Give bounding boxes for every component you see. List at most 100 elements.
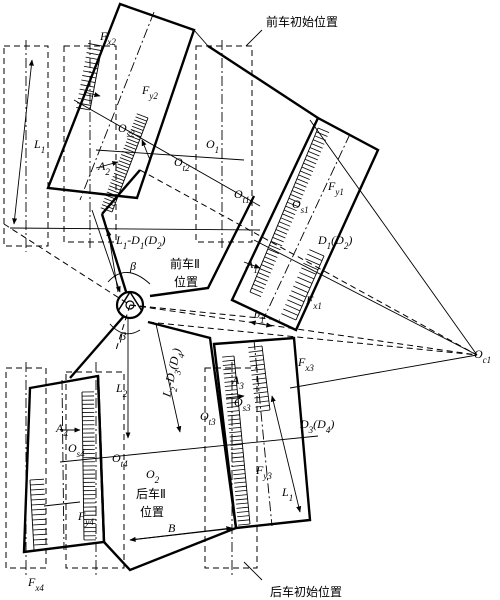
front-right-hatch-stroke [264, 256, 276, 262]
front-left-hatch-stroke [106, 191, 119, 197]
rear-right-hatch-stroke [232, 464, 245, 467]
rear-right-hatch-stroke [233, 473, 246, 476]
label-fx2: Fx2 [99, 29, 116, 47]
front-left-hatch-stroke [128, 135, 140, 141]
front-left-top-hatch-stroke [78, 93, 93, 97]
label-d3-d4: D3(D4) [299, 417, 334, 435]
label-beta-top: β [129, 259, 136, 273]
front-right-hatch-stroke [287, 201, 299, 208]
front-right-hatch-stroke [277, 225, 289, 231]
label-rear-ii-2: 位置 [140, 504, 164, 519]
front-left-hatch-stroke [124, 144, 137, 150]
rear-left-bottom-hatch-stroke [30, 493, 45, 496]
front-right-hatch-stroke [309, 147, 322, 153]
front-right-bottom-hatch-stroke [287, 299, 303, 307]
rear-right-hatch-stroke [232, 460, 245, 463]
front-right-hatch-stroke [266, 252, 278, 258]
front-right-bottom-hatch-stroke [283, 308, 299, 316]
label-fx3: Fx3 [297, 355, 314, 373]
rear-right-top-hatch-stroke [248, 350, 263, 353]
front-left-hatch-stroke [136, 113, 149, 119]
rear-right-hatch-stroke [228, 418, 241, 421]
front-right-hatch-stroke [269, 244, 281, 251]
label-front-ii-1: 前车Ⅱ [170, 256, 200, 271]
rear-right-hatch-stroke [227, 414, 240, 417]
front-right-bottom-hatch-stroke [301, 267, 317, 275]
rear-right-top-hatch-stroke [253, 386, 268, 390]
symbol-labels: Fx2 Fy2 Os2 L1 A2 Ot2 O1 Ot1 Os1 Fy1 L1-… [27, 29, 491, 593]
front-right-bottom-hatch-stroke [305, 258, 321, 266]
front-left-top-hatch-stroke [80, 84, 95, 88]
rear-left-bottom-hatch-stroke [33, 533, 48, 536]
front-right-hatch-stroke [259, 268, 271, 274]
front-right-hatch-stroke [285, 205, 297, 212]
front-right-hatch-stroke [303, 162, 315, 169]
front-right-hatch-stroke [272, 236, 284, 243]
rear-left-bottom-hatch-stroke [33, 548, 49, 551]
label-os2: Os2 [118, 121, 135, 139]
front-right-bottom-hatch-stroke [299, 272, 315, 280]
front-left-hatch-stroke [103, 201, 115, 207]
rear-right-top-hatch-stroke [252, 377, 267, 381]
rear-right-hatch-stroke [235, 498, 248, 501]
front-right-hatch-stroke [282, 213, 294, 219]
rear-right-hatch-stroke [222, 355, 235, 358]
front-left-hatch-stroke [117, 163, 129, 169]
front-left-hatch-stroke [134, 119, 146, 125]
front-right-hatch-stroke [270, 240, 283, 247]
label-l1-right: L1 [281, 485, 293, 503]
front-right-hatch-stroke [274, 233, 286, 239]
front-right-hatch-stroke [261, 264, 273, 270]
rear-left-bottom-hatch-stroke [31, 498, 46, 501]
front-right-hatch-stroke [296, 178, 309, 184]
label-fx1: Fx1 [305, 293, 322, 311]
rear-right-hatch-stroke [231, 452, 244, 455]
rear-right-top-hatch-stroke [251, 373, 266, 376]
front-right-hatch-stroke [267, 248, 280, 255]
rear-right-hatch-stroke [234, 485, 247, 488]
front-right-hatch-stroke [312, 139, 325, 145]
front-left-hatch-stroke [130, 129, 143, 135]
front-right-hatch-stroke [300, 170, 312, 176]
rear-right-hatch-stroke [228, 427, 241, 429]
front-right-hatch-stroke [280, 217, 293, 223]
rear-right-top-hatch [248, 345, 271, 413]
front-right-hatch-stroke [293, 186, 305, 192]
front-right-hatch-stroke [251, 287, 263, 294]
rear-right-hatch-stroke [232, 469, 245, 471]
front-right-hatch-stroke [257, 272, 270, 278]
front-left-hatch-stroke [125, 141, 138, 147]
rear-left-bottom-hatch-stroke [31, 503, 46, 506]
rear-left-bottom-hatch-stroke [32, 528, 47, 531]
front-left-hatch-stroke [109, 185, 121, 191]
rear-right-hatch-stroke [224, 385, 237, 387]
label-fx4: Fx4 [27, 575, 44, 593]
rear-right-hatch-stroke [226, 401, 239, 404]
front-left-hatch-stroke [119, 157, 132, 163]
front-left-hatch-stroke [121, 154, 133, 160]
front-right-hatch-stroke [311, 143, 323, 149]
rear-right-hatch-stroke [224, 376, 237, 379]
turning-center-lines [3, 99, 478, 541]
rear-right-hatch-stroke [222, 364, 235, 366]
label-ot3: Ot3 [200, 409, 216, 427]
rear-right-hatch-stroke [222, 359, 235, 362]
front-right-bottom-hatch-stroke [285, 304, 301, 312]
rear-right-hatch-stroke [227, 410, 240, 413]
rear-right-wheel [212, 336, 312, 530]
rear-right-hatch-stroke [238, 523, 251, 526]
front-right-hatch-stroke [262, 260, 275, 266]
rear-initial-dashed-boxes [5, 362, 258, 576]
rear-right-hatch-stroke [229, 435, 242, 438]
rear-right-hatch-stroke [223, 372, 236, 375]
front-right-hatch-stroke [283, 209, 296, 215]
front-left-hatch-stroke [123, 147, 135, 153]
rear-left-bottom-hatch-stroke [29, 478, 45, 481]
front-right-hatch-stroke [249, 291, 262, 297]
rear-left-bottom-hatch-stroke [31, 508, 46, 511]
rear-right-top-hatch-stroke [249, 354, 264, 358]
label-fy3: Fy3 [255, 463, 272, 481]
rear-left-hatch [81, 391, 97, 541]
rear-right-top-hatch-stroke [254, 400, 269, 403]
front-right-hatch-stroke [256, 276, 268, 282]
